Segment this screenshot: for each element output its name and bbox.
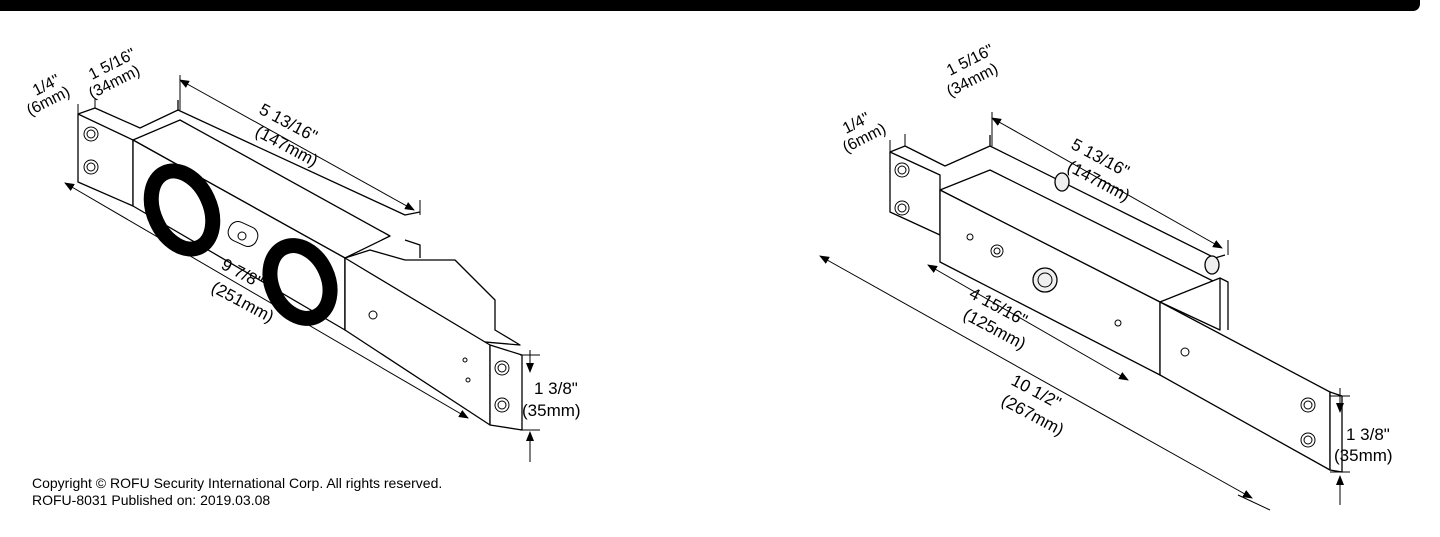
copyright-block: Copyright © ROFU Security International … (32, 475, 442, 509)
published-text: ROFU-8031 Published on: 2019.03.08 (32, 492, 271, 508)
left-dim-width: 1 3/8" (534, 379, 578, 398)
left-plate-end (77, 113, 134, 207)
left-dim-width-mm: (35mm) (522, 401, 581, 420)
right-dim-width-mm: (35mm) (1334, 446, 1393, 465)
copyright-text: Copyright © ROFU Security International … (32, 475, 443, 491)
left-view-drawing (64, 75, 540, 462)
header-bar (0, 0, 1420, 11)
right-view-drawing (819, 112, 1350, 511)
right-bracket-side (1159, 301, 1331, 471)
right-dim-width: 1 3/8" (1346, 425, 1390, 444)
